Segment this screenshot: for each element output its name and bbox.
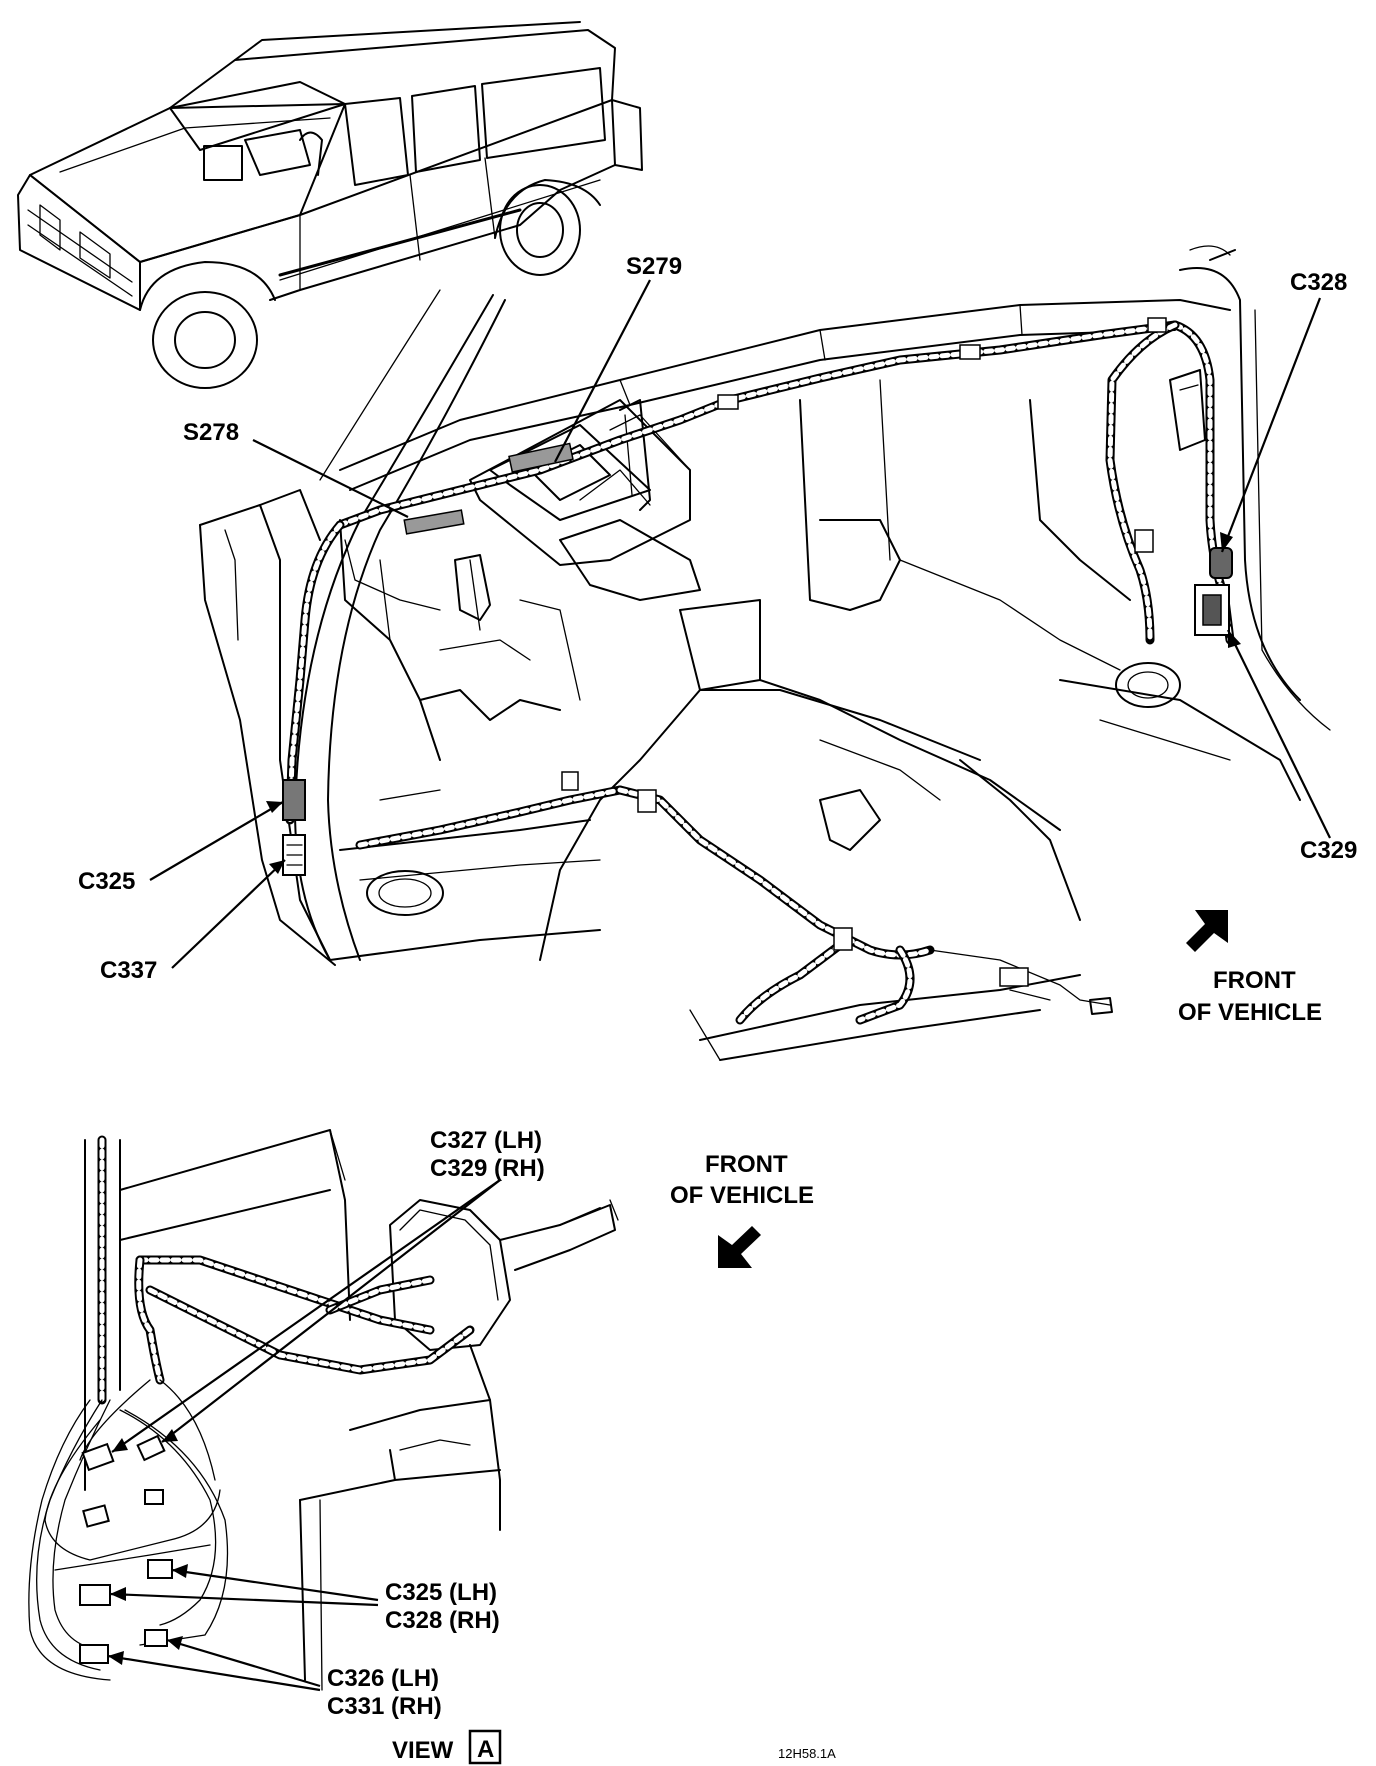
label-c331-rh: C331 (RH) [327,1693,442,1720]
label-c325-lh: C325 (LH) [385,1579,497,1606]
main-connectors [282,317,1233,1015]
arrowhead-c325 [266,801,283,813]
view-a-labels: C327 (LH) C329 (RH) FRONT OF VEHICLE C32… [107,1127,836,1765]
interior-cab-illustration [199,245,1331,1061]
label-c328: C328 [1290,269,1347,296]
view-letter: A [477,1736,494,1763]
front-of-vehicle-main-line1: FRONT [1213,967,1296,994]
main-wiring-harness [285,320,1235,1025]
front-of-vehicle-view-line1: FRONT [705,1151,788,1178]
arrowhead-c328 [1220,532,1233,552]
view-connector-c325 [79,1584,111,1606]
connector-c328 [1209,547,1233,579]
front-arrow-main-icon [1186,910,1228,952]
view-connector-c327 [81,1442,115,1472]
label-c328-rh: C328 (RH) [385,1607,500,1634]
arrowhead-c329 [1228,630,1241,648]
label-c325: C325 [78,868,135,895]
view-connector-c329 [136,1434,166,1462]
front-of-vehicle-view-line2: OF VEHICLE [670,1182,814,1209]
label-s278: S278 [183,419,239,446]
splice-s279 [508,442,574,473]
view-a-illustration [28,1129,619,1691]
vehicle-overview-illustration [17,21,643,389]
view-letter-box [468,1729,502,1765]
view-title: VIEW [392,1737,454,1764]
view-connector-c326 [79,1644,109,1664]
label-c326-lh: C326 (LH) [327,1665,439,1692]
connector-c325 [282,779,306,821]
front-of-vehicle-main-line2: OF VEHICLE [1178,999,1322,1026]
view-connector-c328 [147,1559,173,1579]
front-arrow-view-icon [718,1226,761,1268]
view-connector-c331 [144,1629,168,1647]
splice-s278 [403,509,465,535]
label-c329: C329 [1300,837,1357,864]
figure-code: 12H58.1A [778,1746,836,1761]
label-c329-rh: C329 (RH) [430,1155,545,1182]
main-labels: S279 S278 C328 C329 C325 C337 FRONT OF V… [78,253,1357,1026]
arrowhead-c337 [269,860,285,874]
label-c337: C337 [100,957,157,984]
label-s279: S279 [626,253,682,280]
label-c327-lh: C327 (LH) [430,1127,542,1154]
